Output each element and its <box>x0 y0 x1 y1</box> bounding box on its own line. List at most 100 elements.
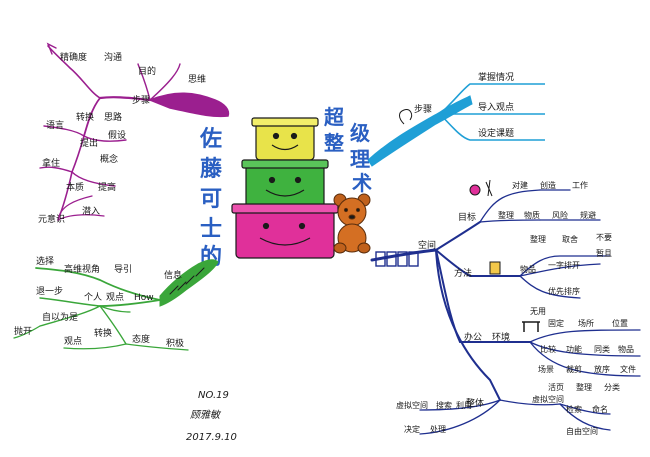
box-yellow <box>251 117 319 161</box>
steps-label: 步骤 <box>414 104 432 115</box>
space-organize: 整体 <box>466 397 484 409</box>
info-view: 观点 <box>106 292 124 303</box>
space-method-3: 不要 <box>596 233 612 242</box>
space-office: 办公 <box>464 331 482 343</box>
box-pink <box>231 203 339 259</box>
space-org-5: 处理 <box>430 424 446 434</box>
nature-label: 本质 <box>66 181 84 193</box>
info-label: 信息 <box>164 269 182 281</box>
space-goal-7: 规避 <box>580 210 596 220</box>
info-branch <box>13 259 219 351</box>
title-right-char-4: 理 <box>350 147 370 171</box>
steps-labels: 步骤 掌握情况 导入观点 设定课题 <box>414 71 514 139</box>
hypothesis-label: 假设 <box>108 130 126 141</box>
space-org-8: 自由空间 <box>566 426 598 436</box>
purpose-label: 目的 <box>138 65 156 77</box>
hand-icon <box>485 179 493 197</box>
space-org-3: 利用 <box>456 400 472 410</box>
space-method-6: 一字排开 <box>548 260 580 270</box>
title-right-char-5: 术 <box>352 171 372 195</box>
space-goal-4: 整理 <box>498 210 514 220</box>
space-office-2: 功能 <box>566 344 582 354</box>
immerse-label: 潜入 <box>82 205 100 217</box>
space-goal-3: 工作 <box>572 180 588 190</box>
box-green <box>241 159 329 209</box>
title-right-char-2: 级 <box>350 121 370 145</box>
space-method-8: 无用 <box>530 307 546 316</box>
space-goal: 目标 <box>458 211 476 223</box>
space-office-9: 活页 <box>548 382 564 392</box>
space-environment: 环境 <box>492 331 510 343</box>
space-office-6: 裁剪 <box>566 364 582 374</box>
think-label: 思路 <box>104 111 122 123</box>
space-org-7: 命名 <box>592 404 608 414</box>
thinking-labels: 思维 步骤 目的 精确度 沟通 语言 转换 思路 提出 假设 拿住 概念 本质 … <box>38 51 206 225</box>
info-throw: 抛开 <box>14 325 32 337</box>
thinking-branch <box>39 42 230 221</box>
communicate-label: 沟通 <box>104 51 122 63</box>
space-office-10: 整理 <box>576 382 592 392</box>
teddy-bear-illustration <box>333 193 371 254</box>
title-right: 超 级 整 理 术 <box>323 105 372 195</box>
steps-branch <box>367 83 545 167</box>
signature-date: 2017.9.10 <box>186 432 237 443</box>
space-office-7: 放序 <box>594 364 610 374</box>
space-org-4: 决定 <box>404 424 420 434</box>
signature-no: NO.19 <box>198 390 229 401</box>
space-method-2: 取舍 <box>562 234 578 244</box>
thinking-label: 思维 <box>188 73 206 85</box>
space-goal-5: 物质 <box>524 210 540 220</box>
info-attitude: 态度 <box>132 333 150 345</box>
target-icon <box>469 184 481 196</box>
signature-author: 顾雅敏 <box>190 409 222 421</box>
space-office-8: 文件 <box>620 364 636 374</box>
space-box-icons <box>375 251 419 267</box>
grasp-label: 拿住 <box>42 157 60 169</box>
info-convert: 转换 <box>94 327 112 339</box>
concept-label: 概念 <box>100 153 118 165</box>
info-item-choose: 选择 <box>36 255 54 267</box>
steps-item-2: 导入观点 <box>478 102 514 113</box>
stacked-boxes-illustration <box>231 117 339 259</box>
space-org-6: 检索 <box>566 404 582 414</box>
space-office-11: 分类 <box>604 382 620 392</box>
space-fixed: 固定 <box>548 318 564 328</box>
space-label: 空间 <box>418 239 436 251</box>
steps-item-1: 掌握情况 <box>478 71 514 83</box>
info-labels: 信息 选择 高维视角 导引 退一步 个人 观点 How 抛开 自以为是 观点 转… <box>14 255 184 349</box>
info-active: 积极 <box>166 337 184 349</box>
space-office-1: 比较 <box>540 344 556 354</box>
space-place: 场所 <box>578 318 594 328</box>
precision-label: 精确度 <box>60 51 87 63</box>
info-selfcheck: 自以为是 <box>42 311 78 323</box>
step-label: 步骤 <box>132 95 150 106</box>
ask-label: 提出 <box>80 137 98 149</box>
space-org-1: 虚拟空间 <box>396 400 428 410</box>
title-left-char-2: 藤 <box>200 156 223 182</box>
doodle-icons <box>469 179 540 332</box>
space-goal-6: 风险 <box>552 210 568 220</box>
space-method-4: 暂且 <box>596 248 612 258</box>
info-retreat: 退一步 <box>36 286 63 297</box>
space-branch <box>370 189 641 435</box>
language-label: 语言 <box>46 119 64 131</box>
signature-block: NO.19 顾雅敏 2017.9.10 <box>186 390 237 443</box>
title-right-char-1: 超 <box>323 105 345 129</box>
space-method-1: 整理 <box>530 234 546 244</box>
title-left-char-4: 士 <box>200 217 222 242</box>
space-method-5: 物品 <box>520 264 536 274</box>
info-watch: 观点 <box>64 336 82 347</box>
info-item-guide: 导引 <box>114 264 132 275</box>
space-method: 方法 <box>454 267 472 279</box>
steps-item-3: 设定课题 <box>478 127 514 139</box>
title-left: 佐 藤 可 士 的 <box>199 126 223 270</box>
space-goal-2: 创造 <box>540 180 556 190</box>
title-left-char-1: 佐 <box>199 126 222 152</box>
space-office-4: 物品 <box>618 344 634 354</box>
consciousness-label: 元意识 <box>38 213 65 225</box>
space-goal-1: 对建 <box>512 180 528 190</box>
info-how: How <box>134 293 154 303</box>
space-org-2: 搜索 <box>436 400 452 410</box>
space-digital: 虚拟空间 <box>532 394 564 404</box>
